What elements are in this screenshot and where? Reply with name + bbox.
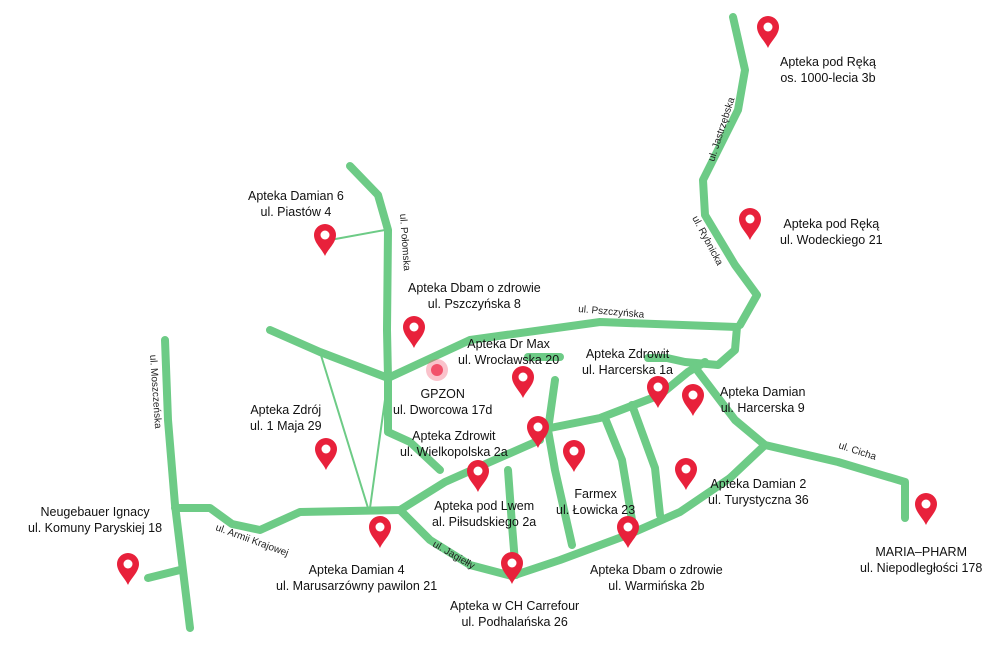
map-pin-icon[interactable] — [369, 516, 391, 548]
map-pin-icon[interactable] — [403, 316, 425, 348]
street-label-jagielly: ul. Jagiełły — [431, 539, 477, 572]
map-pin-icon[interactable] — [314, 224, 336, 256]
road-jagielly — [396, 474, 734, 580]
location-dot-icon[interactable] — [426, 359, 448, 381]
map-pin-icon[interactable] — [563, 440, 585, 472]
road-rybnicka — [699, 13, 761, 329]
map-pin-icon[interactable] — [315, 438, 337, 470]
connector-piastow — [329, 229, 386, 241]
map-pin-icon[interactable] — [501, 552, 523, 584]
map-pin-icon[interactable] — [915, 493, 937, 525]
connector-thin-1 — [319, 351, 369, 509]
road-pszczynska — [384, 318, 741, 382]
map-pin-icon[interactable] — [512, 366, 534, 398]
road-polomska — [346, 162, 444, 474]
road-turystyczna — [726, 441, 769, 482]
street-label-jastrzebska: ul. Jastrzębska — [706, 96, 737, 163]
map-pin-icon[interactable] — [527, 416, 549, 448]
map-pin-icon[interactable] — [675, 458, 697, 490]
map-pin-icon[interactable] — [647, 376, 669, 408]
map-pin-icon[interactable] — [757, 16, 779, 48]
connector-thin-2 — [369, 377, 389, 509]
map-pin-icon[interactable] — [617, 516, 639, 548]
road-moszczenska — [161, 336, 194, 632]
street-label-polomska: ul. Połomska — [397, 213, 412, 271]
road-warminska-a — [601, 414, 636, 524]
road-warminska-b — [628, 401, 664, 519]
map-pin-icon[interactable] — [739, 208, 761, 240]
road-west-spur — [266, 326, 392, 382]
street-label-moszczenska: ul. Moszczeńska — [147, 354, 163, 429]
road-cicha — [693, 366, 909, 522]
road-network — [144, 13, 909, 632]
road-lowicka — [544, 376, 576, 549]
map-pin-icon[interactable] — [682, 384, 704, 416]
connector-komuny — [144, 566, 184, 582]
street-label-pszczynska: ul. Pszczyńska — [578, 304, 645, 321]
map-pin-icon[interactable] — [117, 553, 139, 585]
map-pin-icon[interactable] — [467, 460, 489, 492]
